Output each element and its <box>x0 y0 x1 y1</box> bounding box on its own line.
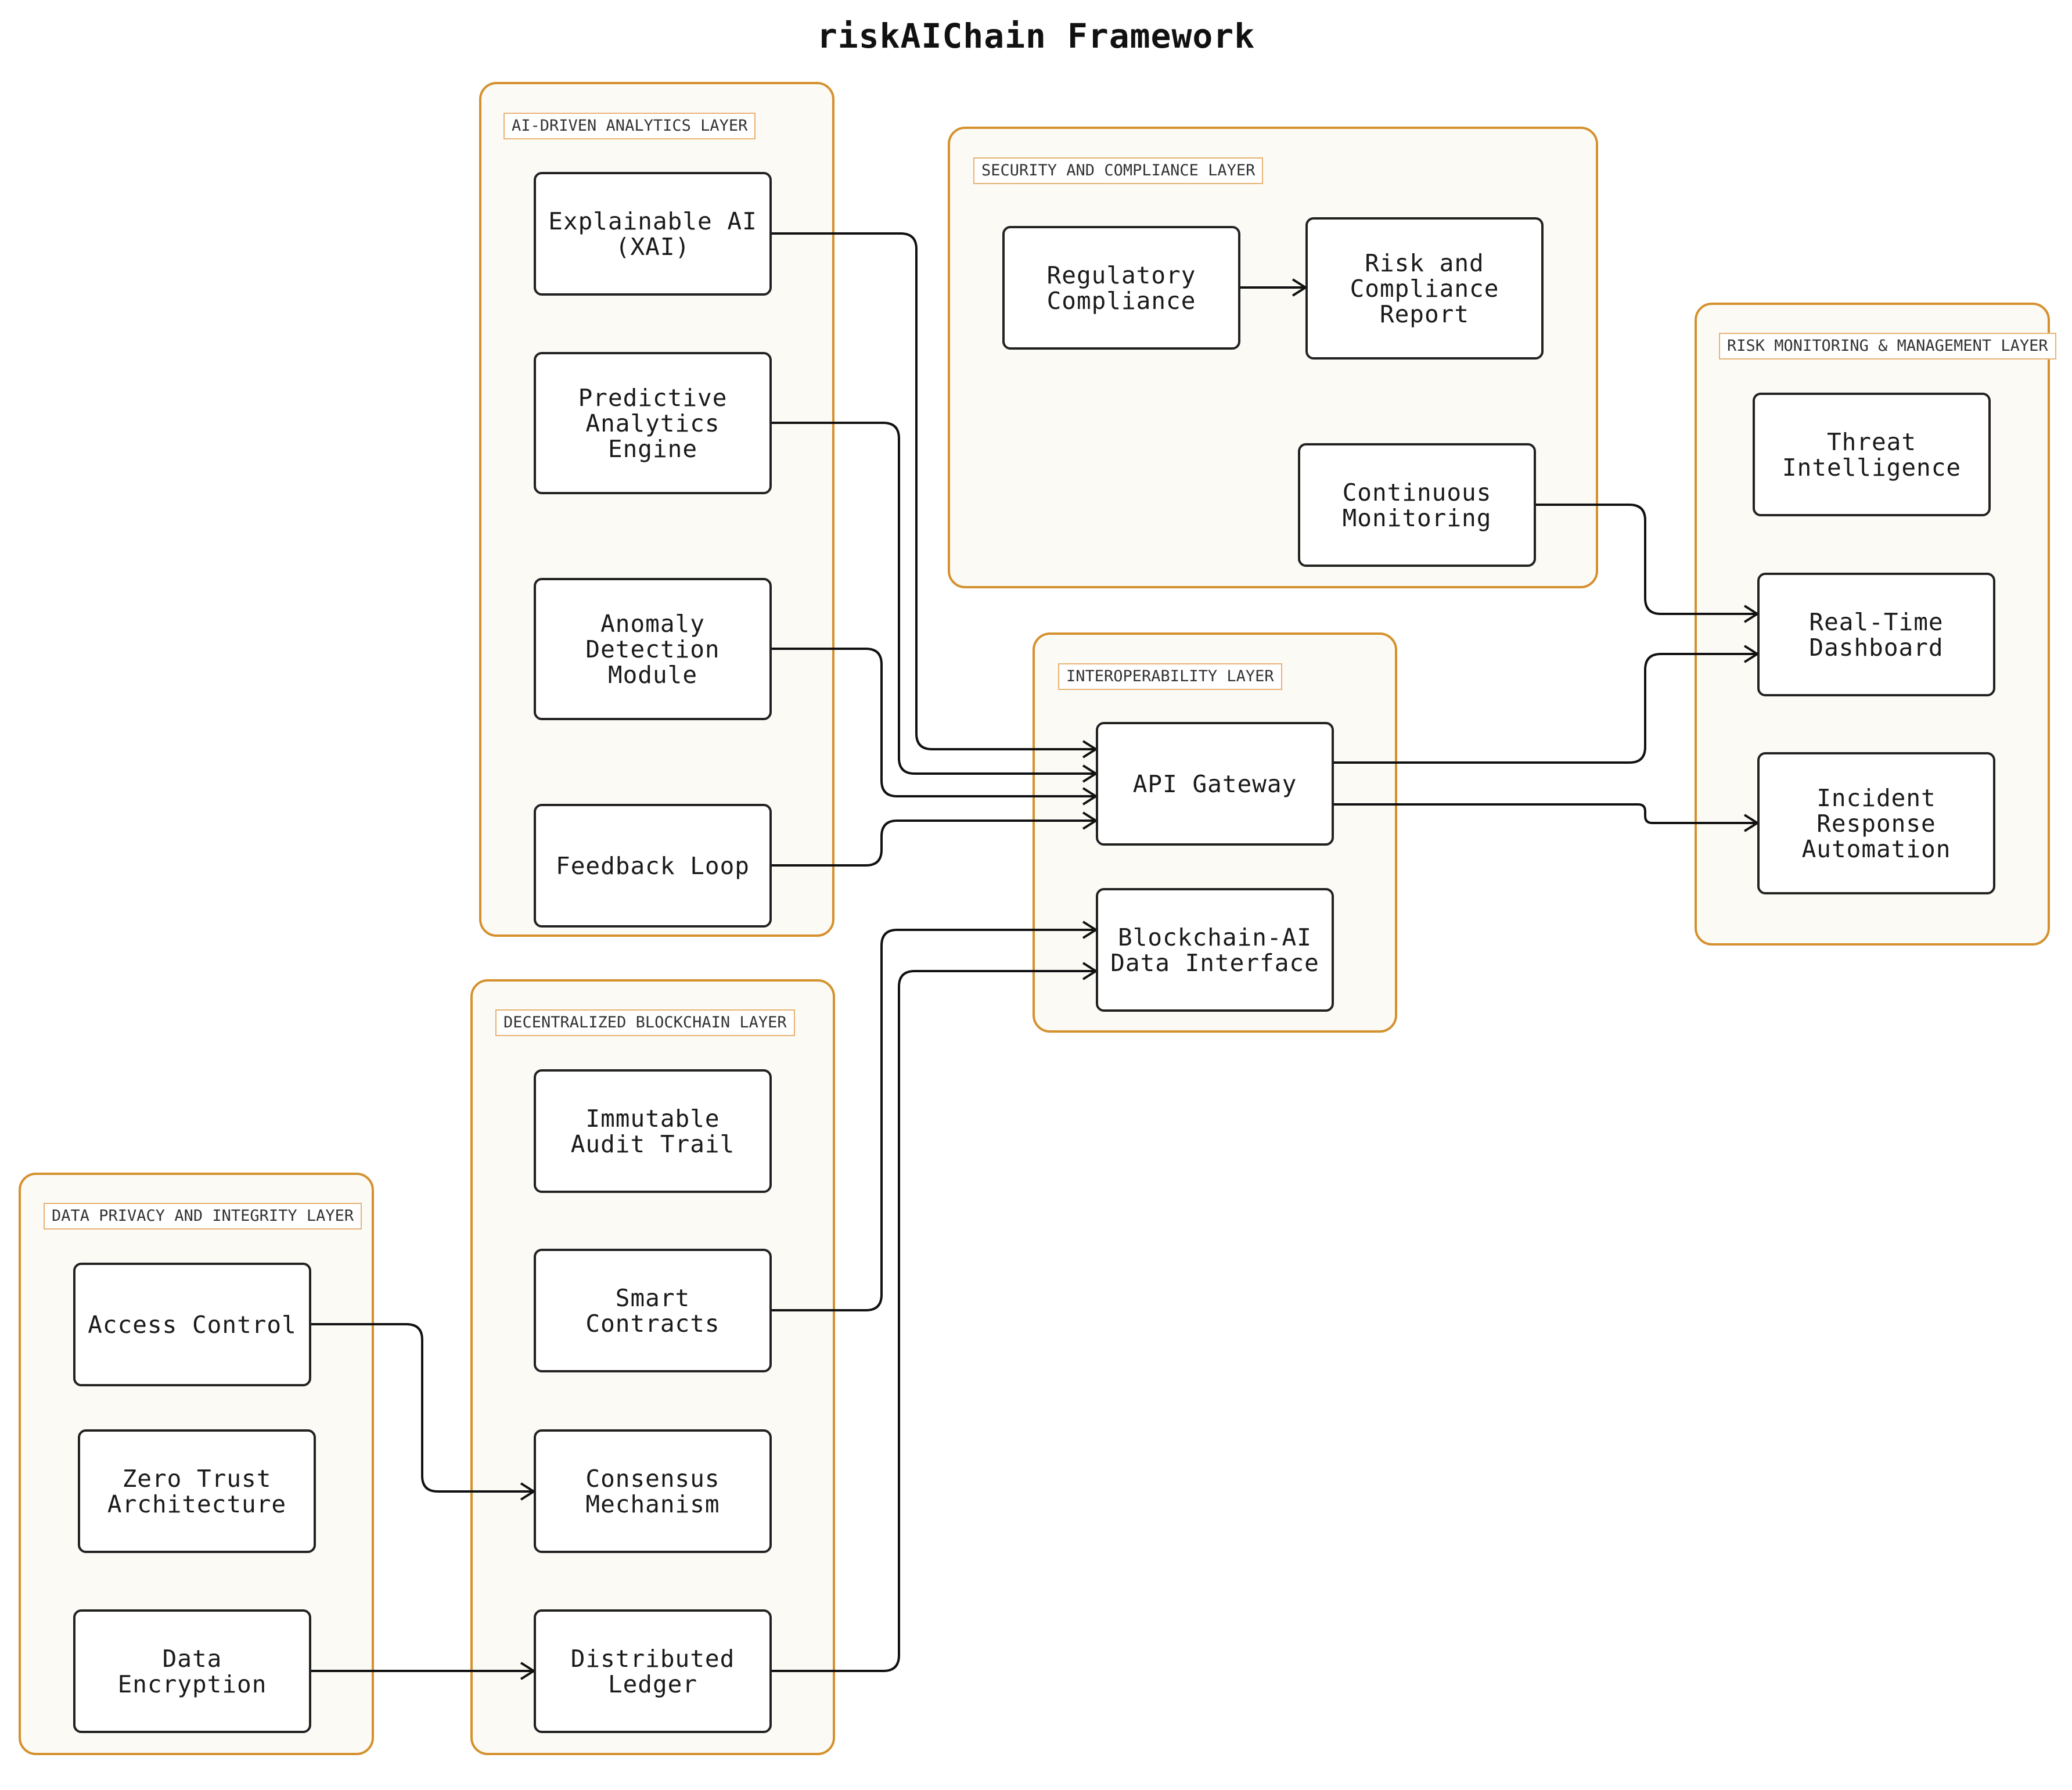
node-label: Blockchain-AI Data Interface <box>1110 923 1319 977</box>
node-label: Threat Intelligence <box>1782 427 1962 481</box>
node-label: Distributed Ledger <box>570 1644 735 1698</box>
node-distributed-ledger[interactable]: Distributed Ledger <box>534 1609 772 1733</box>
node-consensus-mechanism[interactable]: Consensus Mechanism <box>534 1429 772 1553</box>
node-label: Predictive Analytics Engine <box>578 383 728 463</box>
node-regulatory-compliance[interactable]: Regulatory Compliance <box>1002 226 1240 350</box>
node-label: Feedback Loop <box>556 851 750 880</box>
node-risk-compliance-report[interactable]: Risk and Compliance Report <box>1305 217 1544 360</box>
node-label: Real-Time Dashboard <box>1809 608 1944 662</box>
node-label: Smart Contracts <box>585 1284 720 1338</box>
node-label: Data Encryption <box>117 1644 267 1698</box>
layer-label-risk-monitoring: RISK MONITORING & MANAGEMENT LAYER <box>1719 333 2056 360</box>
node-data-encryption[interactable]: Data Encryption <box>73 1609 311 1733</box>
node-anomaly-detection-module[interactable]: Anomaly Detection Module <box>534 578 772 720</box>
node-label: Risk and Compliance Report <box>1350 249 1499 328</box>
node-smart-contracts[interactable]: Smart Contracts <box>534 1249 772 1372</box>
layer-label-data-privacy-integrity: DATA PRIVACY AND INTEGRITY LAYER <box>44 1203 362 1230</box>
node-incident-response-automation[interactable]: Incident Response Automation <box>1757 752 1995 894</box>
node-label: Access Control <box>88 1310 297 1339</box>
node-label: Zero Trust Architecture <box>107 1464 287 1518</box>
diagram-title: riskAIChain Framework <box>816 16 1256 56</box>
node-feedback-loop[interactable]: Feedback Loop <box>534 804 772 928</box>
node-real-time-dashboard[interactable]: Real-Time Dashboard <box>1757 573 1995 696</box>
layer-label-decentralized-blockchain: DECENTRALIZED BLOCKCHAIN LAYER <box>495 1009 795 1036</box>
edge-api-gateway-to-incident-response <box>1334 803 1757 823</box>
node-label: Incident Response Automation <box>1801 783 1951 863</box>
node-explainable-ai[interactable]: Explainable AI (XAI) <box>534 172 772 296</box>
node-access-control[interactable]: Access Control <box>73 1263 311 1386</box>
layer-label-security-compliance: SECURITY AND COMPLIANCE LAYER <box>973 157 1264 184</box>
node-label: Anomaly Detection Module <box>585 609 720 689</box>
node-label: Immutable Audit Trail <box>570 1104 735 1158</box>
node-label: Continuous Monitoring <box>1342 478 1492 532</box>
layer-label-interoperability: INTEROPERABILITY LAYER <box>1058 663 1282 690</box>
edge-api-gateway-to-dashboard <box>1334 654 1757 764</box>
node-predictive-analytics-engine[interactable]: Predictive Analytics Engine <box>534 352 772 494</box>
node-blockchain-ai-data-interface[interactable]: Blockchain-AI Data Interface <box>1096 888 1334 1012</box>
node-zero-trust-architecture[interactable]: Zero Trust Architecture <box>78 1429 316 1553</box>
node-label: Regulatory Compliance <box>1046 261 1196 315</box>
node-api-gateway[interactable]: API Gateway <box>1096 722 1334 846</box>
layer-label-ai-driven-analytics: AI-DRIVEN ANALYTICS LAYER <box>503 113 756 139</box>
node-label: Consensus Mechanism <box>585 1464 720 1518</box>
node-threat-intelligence[interactable]: Threat Intelligence <box>1753 393 1991 516</box>
node-label: Explainable AI (XAI) <box>548 207 757 261</box>
node-label: API Gateway <box>1132 770 1297 798</box>
node-continuous-monitoring[interactable]: Continuous Monitoring <box>1298 443 1536 567</box>
node-immutable-audit-trail[interactable]: Immutable Audit Trail <box>534 1069 772 1193</box>
